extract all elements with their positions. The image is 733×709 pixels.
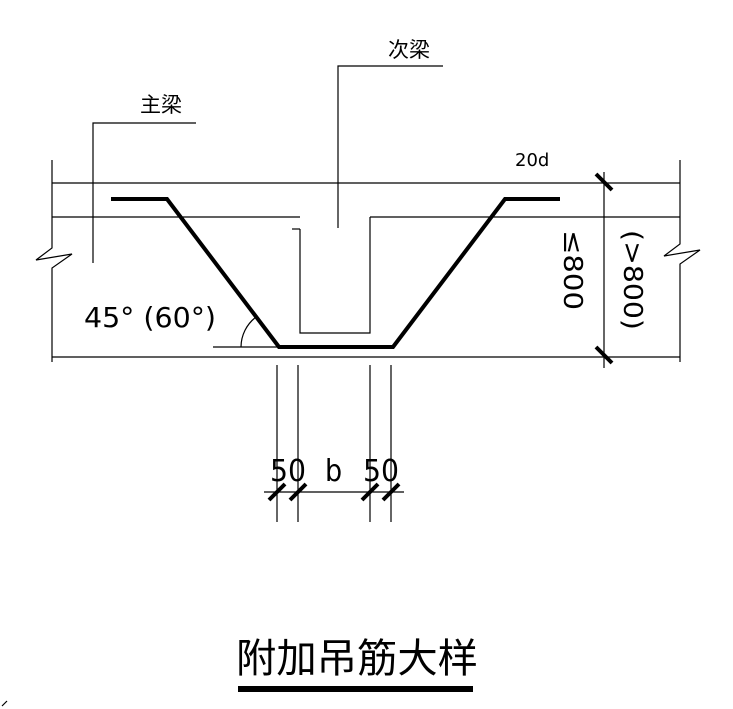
width-tick-1 [267, 482, 287, 502]
depth-dimension: ≤800 (>800) [557, 172, 647, 368]
depth-large-label: (>800) [617, 230, 647, 330]
secondary-beam-leader-line [337, 65, 443, 228]
angle-label: 45° (60°) [84, 301, 216, 334]
dim-width-label: b [325, 454, 342, 489]
anchor-length-label: 20d [515, 150, 549, 171]
width-tick-3 [360, 482, 380, 502]
main-beam-leader-line [92, 122, 196, 263]
secondary-beam-leader: 次梁 [337, 38, 443, 228]
depth-tick-top [594, 172, 614, 192]
main-beam-leader: 主梁 [92, 93, 196, 263]
secondary-beam-label: 次梁 [388, 38, 430, 62]
angle-annotation: 45° (60°) [84, 301, 279, 348]
secondary-beam-outline [299, 217, 371, 334]
depth-tick-bottom [594, 345, 614, 365]
width-dimension: 50 b 50 [264, 365, 404, 522]
right-break-line [663, 160, 701, 362]
width-tick-2 [288, 482, 308, 502]
drawing-title: 附加吊筋大样 [236, 636, 478, 692]
width-tick-4 [381, 482, 401, 502]
main-beam-label: 主梁 [140, 93, 182, 117]
secondary-beam-section [292, 217, 371, 334]
title-label: 附加吊筋大样 [236, 636, 478, 682]
dim-right-label: 50 [363, 454, 399, 489]
corner-mark [1, 700, 8, 707]
angle-arc [240, 316, 257, 348]
hanger-bar [111, 197, 560, 349]
depth-small-label: ≤800 [557, 230, 587, 310]
dim-left-label: 50 [270, 454, 306, 489]
left-break-line [35, 160, 73, 362]
